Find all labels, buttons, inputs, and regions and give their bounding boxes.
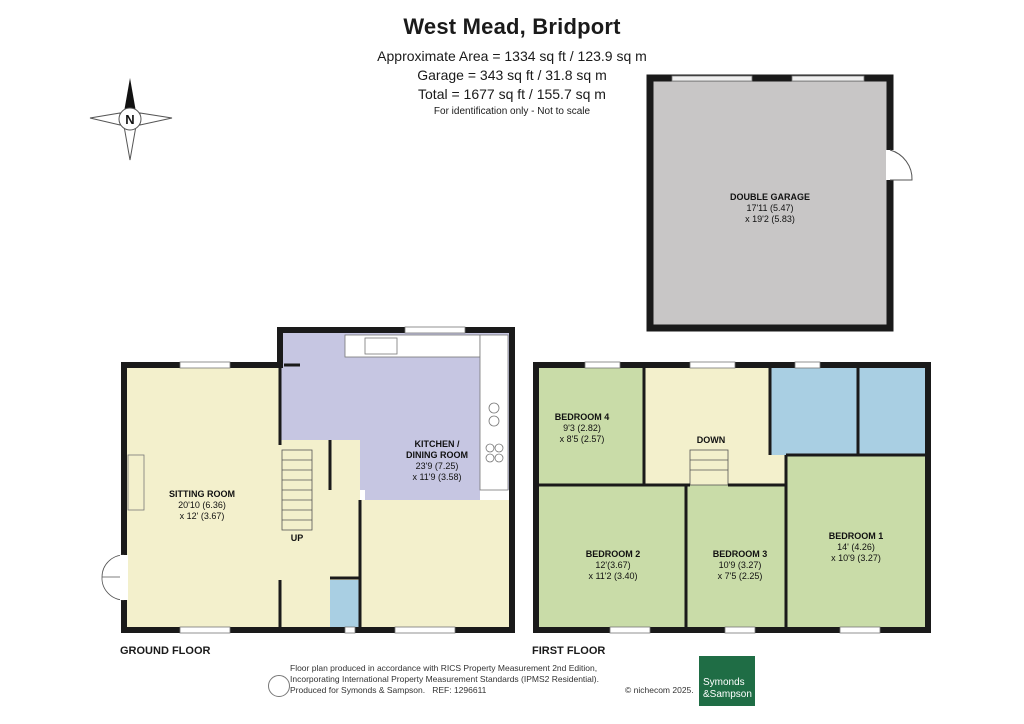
ground-floor-plan: SITTING ROOM 20'10 (6.36) x 12' (3.67) K… xyxy=(101,326,515,634)
sitting-room-dim2: x 12' (3.67) xyxy=(180,511,225,521)
bedroom2-dim1: 12'(3.67) xyxy=(595,560,630,570)
bedroom4-dim1: 9'3 (2.82) xyxy=(563,423,601,433)
sitting-room-dim1: 20'10 (6.36) xyxy=(178,500,226,510)
footer-line2: Incorporating International Property Mea… xyxy=(290,674,599,684)
first-floor-plan: BEDROOM 4 9'3 (2.82) x 8'5 (2.57) DOWN B… xyxy=(533,361,931,634)
total-area: Total = 1677 sq ft / 155.7 sq m xyxy=(418,86,606,102)
garage-dim2: x 19'2 (5.83) xyxy=(745,214,795,224)
ground-floor-label: GROUND FLOOR xyxy=(120,645,211,657)
sitting-room-name: SITTING ROOM xyxy=(169,489,235,499)
double-garage: DOUBLE GARAGE 17'11 (5.47) x 19'2 (5.83) xyxy=(646,74,913,332)
agent-logo: Symonds &Sampson xyxy=(699,656,755,706)
kitchen-dim2: x 11'9 (3.58) xyxy=(412,472,461,482)
footer-line3: Produced for Symonds & Sampson. REF: 129… xyxy=(290,685,487,695)
copyright: © nichecom 2025. xyxy=(625,685,694,695)
page-title: West Mead, Bridport xyxy=(403,14,621,39)
disclaimer: For identification only - Not to scale xyxy=(433,106,591,117)
reference-number: REF: 1296611 xyxy=(432,685,487,695)
bedroom1-dim1: 14' (4.26) xyxy=(837,542,875,552)
garage-area: Garage = 343 sq ft / 31.8 sq m xyxy=(417,67,607,83)
bedroom4-dim2: x 8'5 (2.57) xyxy=(560,434,605,444)
stairs-up-label: UP xyxy=(291,533,304,543)
bedroom2-name: BEDROOM 2 xyxy=(586,549,641,559)
kitchen-name1: KITCHEN / xyxy=(415,439,460,449)
footer-notes: Floor plan produced in accordance with R… xyxy=(290,663,599,696)
bedroom3-dim2: x 7'5 (2.25) xyxy=(718,571,763,581)
compass-label: N xyxy=(125,112,134,127)
stairs-down-label: DOWN xyxy=(697,435,726,445)
first-floor-label: FIRST FLOOR xyxy=(532,645,606,657)
garage-name: DOUBLE GARAGE xyxy=(730,192,810,202)
north-arrow-icon: N xyxy=(89,78,173,161)
kitchen-dim1: 23'9 (7.25) xyxy=(416,461,459,471)
bedroom1-name: BEDROOM 1 xyxy=(829,531,884,541)
bedroom2-dim2: x 11'2 (3.40) xyxy=(588,571,637,581)
bedroom1-dim2: x 10'9 (3.27) xyxy=(831,553,881,563)
bedroom4-name: BEDROOM 4 xyxy=(555,412,610,422)
footer-line1: Floor plan produced in accordance with R… xyxy=(290,663,598,673)
person-icon xyxy=(268,675,290,697)
bedroom3-name: BEDROOM 3 xyxy=(713,549,768,559)
bedroom3-dim1: 10'9 (3.27) xyxy=(719,560,762,570)
approximate-area: Approximate Area = 1334 sq ft / 123.9 sq… xyxy=(377,48,647,64)
kitchen-name2: DINING ROOM xyxy=(406,450,468,460)
garage-dim1: 17'11 (5.47) xyxy=(746,203,793,213)
